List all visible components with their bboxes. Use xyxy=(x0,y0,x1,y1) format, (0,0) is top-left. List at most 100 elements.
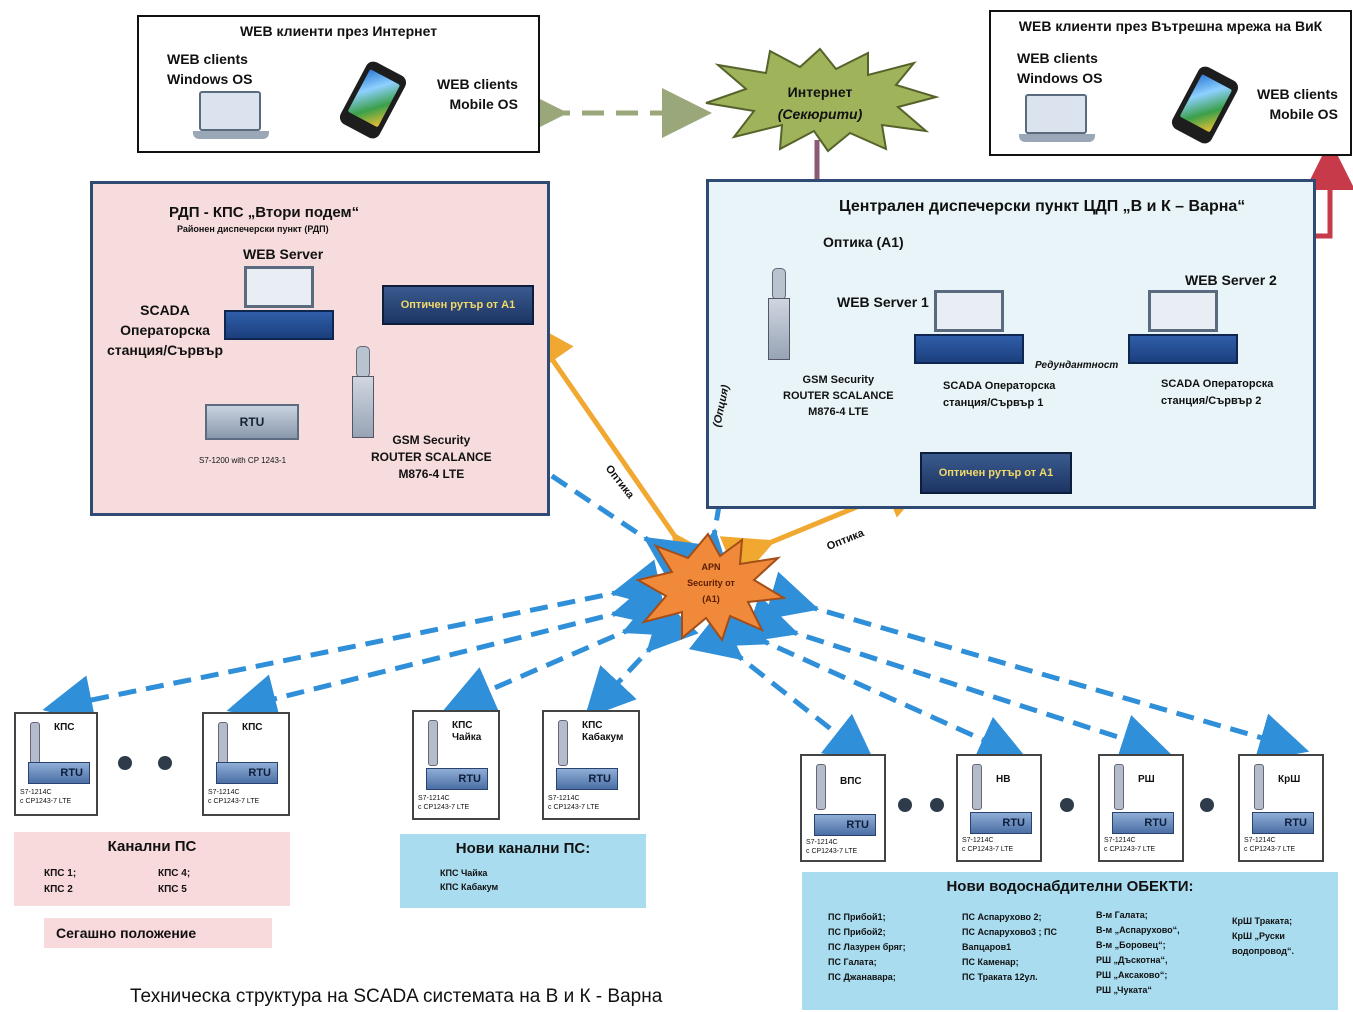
internet-cloud-line2: (Секюрити) xyxy=(777,106,863,122)
internet-cloud-line1: Интернет xyxy=(787,84,853,100)
rdp-title: РДП - КПС „Втори подем“ xyxy=(169,204,360,221)
legend-channel-col2: КПС 4; КПС 5 xyxy=(158,868,191,895)
legend-new-channel-ps: Нови канални ПС: КПС Чайка КПС Кабакум xyxy=(400,834,646,908)
rdp-server-icon xyxy=(224,266,334,342)
legend-new-objects-col2: ПС Аспарухово 2; ПС Аспарухово3 ; ПС Вап… xyxy=(962,912,1057,982)
station-kps-1: КПС RTU S7-1214C с CP1243-7 LTE xyxy=(14,712,98,816)
antenna-icon xyxy=(1114,764,1124,810)
ellipsis-dot xyxy=(1200,798,1214,812)
station-model: S7-1214C с CP1243-7 LTE xyxy=(418,795,470,811)
station-model: S7-1214C с CP1243-7 LTE xyxy=(548,795,600,811)
station-vps: ВПС RTU S7-1214C с CP1243-7 LTE xyxy=(800,754,886,862)
station-name: НВ xyxy=(996,774,1011,785)
station-model: S7-1214C с CP1243-7 LTE xyxy=(1104,837,1156,853)
station-model: S7-1214C с CP1243-7 LTE xyxy=(806,839,858,855)
ellipsis-dot xyxy=(898,798,912,812)
apn-line3: (А1) xyxy=(702,594,720,604)
station-rsh: РШ RTU S7-1214C с CP1243-7 LTE xyxy=(1098,754,1184,862)
rtu-label: RTU xyxy=(970,812,1032,834)
station-name: КПС xyxy=(242,722,263,733)
rdp-gsm-router-icon xyxy=(352,346,374,438)
rtu-label: RTU xyxy=(426,768,488,790)
apn-security-icon xyxy=(636,532,786,642)
smartphone-icon xyxy=(1169,63,1241,147)
station-kps-kabakum: КПС Кабакум RTU S7-1214C с CP1243-7 LTE xyxy=(542,710,640,820)
internal-clients-title: WEB клиенти през Вътрешна мрежа на ВиК xyxy=(1018,18,1323,34)
antenna-icon xyxy=(1254,764,1264,810)
legend-new-objects-col4: КрШ Траката; КрШ „Руски водопровод“. xyxy=(1232,916,1294,956)
rdp-web-server-label: WEB Server xyxy=(243,246,324,262)
apn-line2: Security от xyxy=(687,578,735,588)
rtu-label: RTU xyxy=(28,762,90,784)
station-name: КПС Чайка xyxy=(452,720,482,743)
legend-new-channel-title: Нови канални ПС: xyxy=(455,840,591,857)
cdp-optical-router: Оптичен рутър от А1 xyxy=(920,452,1072,494)
cdp-server2-icon xyxy=(1128,290,1238,366)
legend-new-objects-col1: ПС Прибой1; ПС Прибой2; ПС Лазурен бряг;… xyxy=(828,912,906,982)
station-name: КрШ xyxy=(1278,774,1301,785)
cdp-web-server1-label: WEB Server 1 xyxy=(837,294,929,310)
rdp-subtitle: Районен диспечерски пункт (РДП) xyxy=(177,224,329,234)
ellipsis-dot xyxy=(158,756,172,770)
rdp-rtu-model: S7-1200 with CP 1243-1 xyxy=(199,456,287,465)
station-link-2 xyxy=(226,578,666,723)
cdp-gsm-label: GSM Security ROUTER SCALANCE M876-4 LTE xyxy=(783,374,894,418)
internet-mobile-label: WEB clients Mobile OS xyxy=(437,76,518,112)
rdp-panel: РДП - КПС „Втори подем“ Районен диспечер… xyxy=(90,181,550,516)
rtu-label: RTU xyxy=(814,814,876,836)
rdp-optical-router: Оптичен рутър от А1 xyxy=(382,285,534,325)
legend-new-channel-items: КПС Чайка КПС Кабакум xyxy=(440,868,499,892)
station-name: КПС Кабакум xyxy=(582,720,624,743)
legend-new-objects-title: Нови водоснабдителни ОБЕКТИ: xyxy=(946,878,1194,895)
cdp-title: Централен диспечерски пункт ЦДП „В и К –… xyxy=(839,198,1246,215)
smartphone-icon xyxy=(337,58,409,142)
cdp-scada2-label: SCADA Операторска станция/Сървър 2 xyxy=(1161,378,1274,407)
internal-clients-box: WEB клиенти през Вътрешна мрежа на ВиК W… xyxy=(989,10,1352,156)
diagram-caption: Техническа структура на SCADA системата … xyxy=(130,986,663,1007)
legend-channel-title: Канални ПС xyxy=(107,838,197,855)
station-name: РШ xyxy=(1138,774,1155,785)
rdp-rtu-device: RTU xyxy=(205,404,299,440)
legend-channel-ps: Канални ПС КПС 1; КПС 2 КПС 4; КПС 5 xyxy=(14,832,290,906)
antenna-icon xyxy=(816,764,826,810)
internet-clients-title: WEB клиенти през Интернет xyxy=(239,23,438,39)
rtu-label: RTU xyxy=(556,768,618,790)
legend-current-status-label: Сегашно положение xyxy=(56,925,197,941)
internet-clients-box: WEB клиенти през Интернет WEB clients Wi… xyxy=(137,15,540,153)
station-link-8 xyxy=(764,571,1310,762)
ellipsis-dot xyxy=(1060,798,1074,812)
rtu-label: RTU xyxy=(1112,812,1174,834)
station-link-4 xyxy=(584,599,699,719)
station-kps-2: КПС RTU S7-1214C с CP1243-7 LTE xyxy=(202,712,290,816)
rdp-scada-label: SCADA Операторска станция/Сървър xyxy=(107,302,224,358)
cdp-scada1-label: SCADA Операторска станция/Сървър 1 xyxy=(943,380,1056,409)
station-name: КПС xyxy=(54,722,75,733)
station-nv: НВ RTU S7-1214C с CP1243-7 LTE xyxy=(956,754,1042,862)
antenna-icon xyxy=(972,764,982,810)
internet-windows-label: WEB clients Windows OS xyxy=(167,51,253,87)
ellipsis-dot xyxy=(930,798,944,812)
legend-current-status: Сегашно положение xyxy=(44,918,272,948)
station-model: S7-1214C с CP1243-7 LTE xyxy=(1244,837,1296,853)
cdp-optics-label: Оптика (А1) xyxy=(823,234,904,250)
internet-cloud-icon xyxy=(705,47,940,153)
internal-windows-label: WEB clients Windows OS xyxy=(1017,50,1103,86)
legend-channel-col1: КПС 1; КПС 2 xyxy=(44,868,77,895)
station-kps-chaika: КПС Чайка RTU S7-1214C с CP1243-7 LTE xyxy=(412,710,500,820)
station-krsh: КрШ RTU S7-1214C с CP1243-7 LTE xyxy=(1238,754,1324,862)
station-model: S7-1214C с CP1243-7 LTE xyxy=(208,789,260,805)
rtu-label: RTU xyxy=(1252,812,1314,834)
apn-line1: APN xyxy=(701,562,721,572)
cdp-web-server2-label: WEB Server 2 xyxy=(1185,272,1277,288)
station-link-5 xyxy=(688,609,876,765)
station-link-1 xyxy=(42,559,665,725)
legend-new-objects: Нови водоснабдителни ОБЕКТИ: ПС Прибой1;… xyxy=(802,872,1338,1010)
legend-new-objects-col3: В-м Галата; В-м „Аспарухово“, В-м „Боров… xyxy=(1096,910,1180,995)
cdp-gsm-router-icon xyxy=(768,268,790,360)
rdp-gsm-label: GSM Security ROUTER SCALANCE M876-4 LTE xyxy=(371,433,492,481)
antenna-icon xyxy=(558,720,568,766)
cdp-redundancy-label: Редундантност xyxy=(1035,360,1119,371)
station-model: S7-1214C с CP1243-7 LTE xyxy=(962,837,1014,853)
cdp-server1-icon xyxy=(914,290,1024,366)
antenna-icon xyxy=(428,720,438,766)
